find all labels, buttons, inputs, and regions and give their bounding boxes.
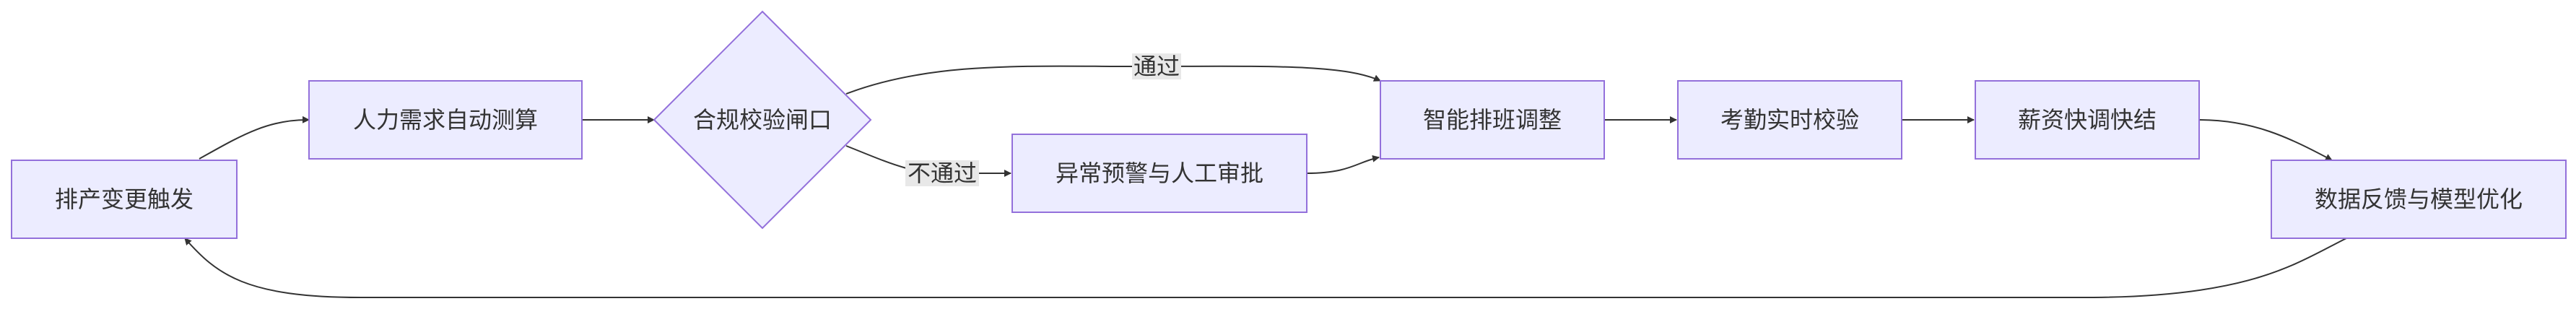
edge-trigger-to-demand bbox=[199, 116, 310, 160]
node-attendance: 考勤实时校验 bbox=[1677, 80, 1902, 160]
node-demand-label: 人力需求自动测算 bbox=[353, 106, 538, 134]
edge-label-fail-text: 不通过 bbox=[908, 160, 977, 187]
edge-label-pass-text: 通过 bbox=[1133, 53, 1180, 80]
node-feedback-label: 数据反馈与模型优化 bbox=[2315, 186, 2523, 213]
node-alert: 异常预警与人工审批 bbox=[1011, 134, 1307, 213]
node-compliance-decision: 合规校验闸口 bbox=[653, 10, 872, 230]
node-trigger: 排产变更触发 bbox=[11, 160, 238, 239]
node-schedule: 智能排班调整 bbox=[1380, 80, 1605, 160]
node-compliance-label: 合规校验闸口 bbox=[693, 106, 832, 134]
edge-feedback-to-trigger bbox=[184, 238, 2347, 298]
edge-alert-to-schedule bbox=[1306, 154, 1380, 174]
node-trigger-label: 排产变更触发 bbox=[55, 186, 193, 213]
node-payroll: 薪资快调快结 bbox=[1975, 80, 2200, 160]
edge-payroll-to-feedback bbox=[2198, 119, 2333, 161]
node-feedback: 数据反馈与模型优化 bbox=[2271, 160, 2567, 239]
node-demand: 人力需求自动测算 bbox=[308, 80, 583, 160]
node-attendance-label: 考勤实时校验 bbox=[1720, 106, 1859, 134]
edge-label-fail: 不通过 bbox=[905, 160, 979, 187]
edge-compliance-to-schedule-pass bbox=[845, 65, 1381, 95]
node-schedule-label: 智能排班调整 bbox=[1423, 106, 1562, 134]
node-payroll-label: 薪资快调快结 bbox=[2018, 106, 2157, 134]
edge-label-pass: 通过 bbox=[1132, 53, 1181, 80]
node-alert-label: 异常预警与人工审批 bbox=[1056, 160, 1263, 187]
